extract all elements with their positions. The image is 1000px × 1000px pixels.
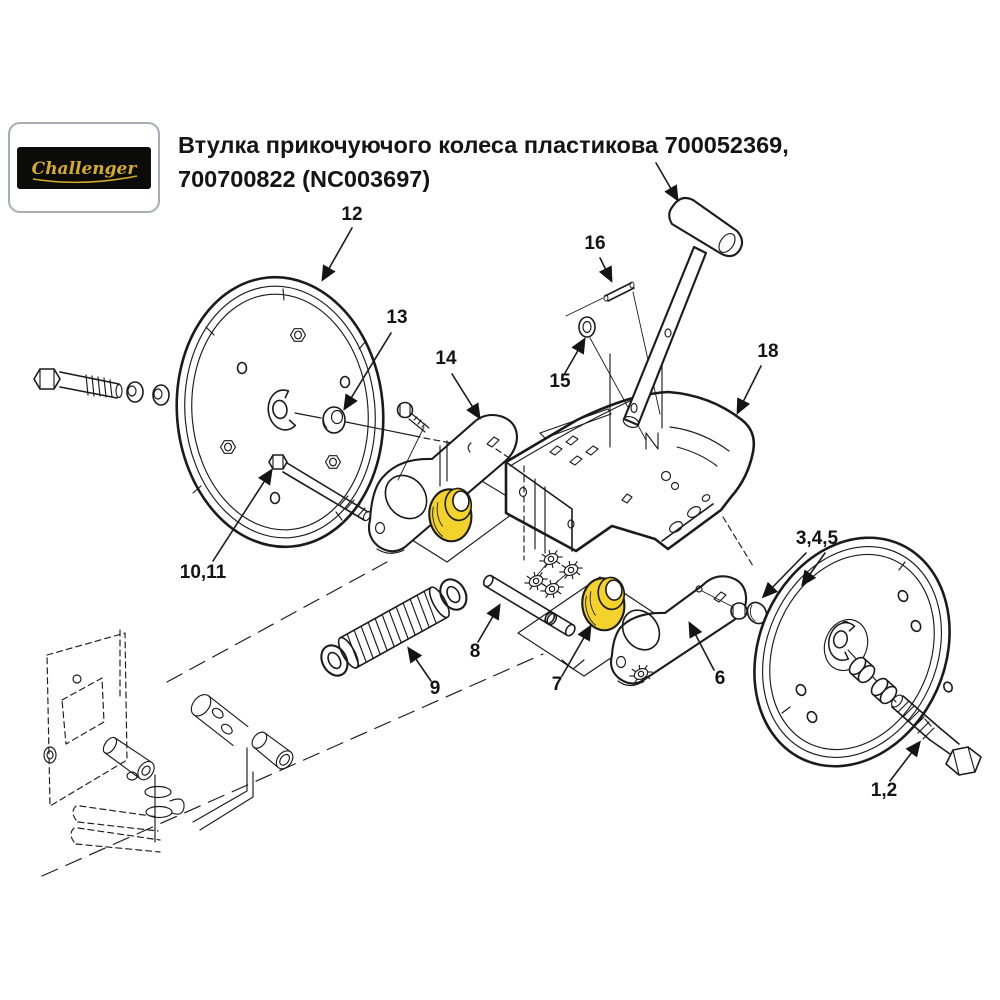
pivot-rod-8: [482, 574, 576, 637]
challenger-logo-script: Challenger: [32, 159, 138, 184]
callout-arrow-16: [598, 257, 613, 283]
callout-label-6: 6: [715, 668, 726, 689]
page-title: Втулка прикочуючого колеса пластикова 70…: [178, 128, 898, 196]
callout-arrow-3-4-5a: [761, 552, 807, 599]
callout-label-7: 7: [552, 674, 563, 695]
logo-underline-swash: [32, 175, 138, 184]
title-leader-arrow: [655, 162, 679, 202]
callout-arrow-13: [343, 332, 392, 411]
push-nut: [536, 546, 566, 572]
challenger-logo: Challenger: [8, 122, 160, 213]
callout-arrow-7: [561, 624, 592, 677]
bolt-1-2: [890, 694, 982, 776]
callout-arrow-10-11: [212, 468, 273, 562]
callout-label-10-11: 10,11: [180, 562, 227, 583]
callout-arrow-14: [451, 373, 481, 420]
callout-label-16: 16: [584, 233, 605, 254]
pin-16: [565, 281, 635, 317]
phantom-alignment-lines: [41, 561, 544, 877]
callout-label-13: 13: [386, 307, 407, 328]
mounting-plate-right: [517, 576, 667, 677]
press-wheel-right: [753, 536, 953, 768]
frame-bracket-18: [504, 291, 756, 567]
callout-arrow-1-2: [889, 740, 921, 782]
press-wheel-left: [175, 275, 453, 549]
callout-arrow-12: [321, 227, 353, 282]
callout-label-18: 18: [757, 341, 778, 362]
challenger-logo-plate: Challenger: [17, 147, 151, 189]
callout-arrow-3-4-5b: [801, 552, 826, 587]
hub-spacers: [848, 656, 898, 705]
press-wheel-bushing-7-highlighted: [581, 576, 626, 632]
press-wheel-bushing-left-highlighted: [428, 487, 473, 543]
callout-label-3-4-5: 3,4,5: [796, 528, 839, 549]
callout-arrow-15: [564, 337, 586, 374]
callout-arrow-8: [477, 603, 501, 643]
washer-15: [578, 316, 596, 338]
callouts: 12 13 14 16 15 18 3,4,5 10,11 9: [180, 162, 921, 801]
callout-label-9: 9: [430, 678, 441, 699]
arm-screw-left: [396, 401, 430, 433]
push-nut-cluster: [521, 546, 586, 602]
callout-label-1-2: 1,2: [871, 780, 897, 801]
bolt-and-washers-left: [33, 368, 170, 406]
callout-arrow-9: [407, 646, 432, 682]
page-title-line1: Втулка прикочуючого колеса пластикова 70…: [178, 132, 789, 158]
extension-spring-9: [320, 578, 468, 677]
challenger-logo-text: Challenger: [32, 159, 138, 179]
callout-arrow-6: [688, 621, 715, 671]
callout-label-14: 14: [435, 348, 457, 369]
bushing-13: [322, 406, 346, 434]
callout-label-8: 8: [470, 641, 481, 662]
page-title-line2: 700700822 (NC003697): [178, 166, 431, 192]
callout-arrow-18: [736, 365, 762, 415]
machine-frame-ghost: [43, 629, 294, 853]
swing-arm-14: [367, 401, 528, 554]
swing-arm-6: [609, 575, 748, 687]
adjustment-handle: [622, 196, 744, 429]
bolt-10-11: [268, 454, 372, 522]
callout-label-12: 12: [341, 204, 362, 225]
callout-label-15: 15: [549, 371, 571, 392]
